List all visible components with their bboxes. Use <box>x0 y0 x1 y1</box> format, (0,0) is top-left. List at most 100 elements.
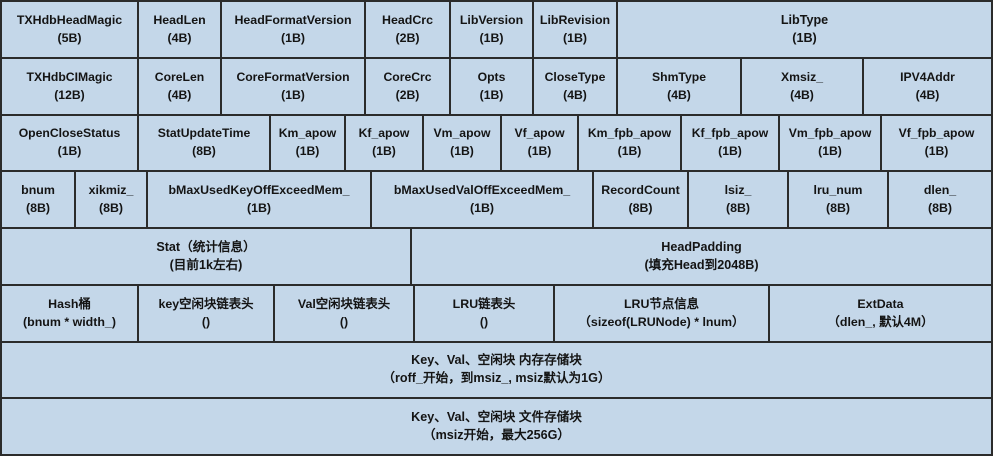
field-size: (1B) <box>57 144 82 159</box>
field-size: (1B) <box>469 201 495 216</box>
field-cell: RecordCount(8B) <box>594 172 689 227</box>
field-size: (8B) <box>98 201 124 216</box>
field-size: (1B) <box>246 201 272 216</box>
field-size: （msiz开始，最大256G） <box>423 428 570 443</box>
field-size: () <box>339 314 349 329</box>
field-label: StatUpdateTime <box>157 126 251 141</box>
field-cell: Km_apow(1B) <box>271 115 346 171</box>
field-size: (1B) <box>562 30 588 45</box>
field-size: (4B) <box>563 87 587 102</box>
field-label: Hash桶 <box>48 296 91 311</box>
field-cell: bnum(8B) <box>2 172 76 227</box>
field-label: ShmType <box>652 69 706 84</box>
diagram-row-file-block-row: Key、Val、空闲块 文件存储块 （msiz开始，最大256G） <box>2 399 991 454</box>
field-cell: TXHdbHeadMagic(5B) <box>2 2 139 57</box>
field-size: (1B) <box>792 30 817 45</box>
field-cell: dlen_(8B) <box>889 172 991 227</box>
field-cell: Opts(1B) <box>451 58 534 114</box>
field-cell: LRU节点信息（sizeof(LRUNode) * lnum） <box>555 285 770 341</box>
field-label: IPV4Addr <box>900 69 955 84</box>
field-label: Val空闲块链表头 <box>297 296 391 311</box>
field-cell: CloseType (4B) <box>534 58 618 114</box>
field-size: (4B) <box>167 87 192 102</box>
field-cell: Km_fpb_apow(1B) <box>579 115 682 171</box>
field-size: (bnum * width_) <box>23 314 116 329</box>
field-label: HeadFormatVersion <box>234 12 352 27</box>
field-size: （sizeof(LRUNode) * lnum） <box>578 314 745 329</box>
field-cell: LibVersion (1B) <box>451 2 534 57</box>
diagram-row-structures-row: Hash桶 (bnum * width_) key空闲块链表头 () Val空闲块链表头… <box>2 285 991 343</box>
field-cell: ShmType(4B) <box>618 58 742 114</box>
field-cell: Vm_apow(1B) <box>424 115 502 171</box>
field-size: (4B) <box>915 87 940 102</box>
field-label: Km_apow <box>278 126 337 141</box>
field-cell: Xmsiz_(4B) <box>742 58 864 114</box>
field-cell: TXHdbCIMagic(12B) <box>2 58 139 114</box>
field-size: (8B) <box>927 201 953 216</box>
diagram-row-head-row-3: OpenCloseStatus (1B) StatUpdateTime (8B) Km_… <box>2 115 991 173</box>
field-label: xikmiz_ <box>88 183 134 198</box>
field-size: (1B) <box>479 87 504 102</box>
field-size: () <box>479 314 489 329</box>
field-label: Stat（统计信息） <box>156 239 256 254</box>
field-size: (目前1k左右) <box>169 257 243 272</box>
field-cell: Hash桶 (bnum * width_) <box>2 285 139 341</box>
diagram-row-stat-row: Stat（统计信息） (目前1k左右) HeadPadding(填充Head到204… <box>2 229 991 286</box>
field-label: HeadCrc <box>382 12 433 27</box>
field-size: (8B) <box>192 144 216 159</box>
field-cell: HeadPadding(填充Head到2048B) <box>412 229 991 284</box>
field-cell: Kf_fpb_apow(1B) <box>682 115 780 171</box>
field-label: Km_fpb_apow <box>587 126 672 141</box>
diagram-row-head-row-1: TXHdbHeadMagic(5B)HeadLen(4B)HeadFormatV… <box>2 2 991 59</box>
field-label: Xmsiz_ <box>780 69 823 84</box>
field-label: bMaxUsedKeyOffExceedMem_ <box>168 183 350 198</box>
field-label: CoreLen <box>154 69 205 84</box>
field-cell: StatUpdateTime (8B) <box>139 115 271 171</box>
field-label: Vm_fpb_apow <box>788 126 872 141</box>
field-cell: Stat（统计信息） (目前1k左右) <box>2 229 412 284</box>
field-label: OpenCloseStatus <box>18 126 121 141</box>
field-size: () <box>201 314 211 329</box>
field-label: Kf_fpb_apow <box>691 126 769 141</box>
field-cell: bMaxUsedValOffExceedMem_(1B) <box>372 172 594 227</box>
field-label: TXHdbHeadMagic <box>16 12 123 27</box>
diagram-row-memory-block-row: Key、Val、空闲块 内存存储块（roff_开始，到msiz_, msiz默认… <box>2 342 991 400</box>
diagram-row-head-row-4: bnum(8B) xikmiz_ (8B) bMaxUsedKeyOffExceedM… <box>2 172 991 229</box>
field-label: Key、Val、空闲块 内存存储块 <box>411 353 582 368</box>
field-cell: lru_num (8B) <box>789 172 889 227</box>
field-size: (1B) <box>479 30 504 45</box>
field-label: HeadPadding <box>661 239 742 254</box>
field-cell: Kf_apow(1B) <box>346 115 424 171</box>
field-label: lru_num <box>813 183 863 198</box>
field-size: (1B) <box>281 87 305 102</box>
field-label: CloseType <box>544 69 606 84</box>
field-cell: OpenCloseStatus (1B) <box>2 115 139 171</box>
field-label: Vf_apow <box>514 126 565 141</box>
field-label: LibRevision <box>539 12 611 27</box>
field-cell: CoreFormatVersion (1B) <box>222 58 366 114</box>
field-label: key空闲块链表头 <box>158 296 254 311</box>
field-cell: lsiz_(8B) <box>689 172 789 227</box>
field-label: LibVersion <box>459 12 524 27</box>
field-cell: Vf_apow (1B) <box>502 115 579 171</box>
field-size: (4B) <box>167 30 192 45</box>
field-label: Vm_apow <box>433 126 491 141</box>
field-size: (1B) <box>924 144 949 159</box>
field-label: ExtData <box>857 296 904 311</box>
field-label: RecordCount <box>601 183 680 198</box>
field-cell: HeadLen(4B) <box>139 2 222 57</box>
field-size: (8B) <box>825 201 851 216</box>
field-cell: Vm_fpb_apow(1B) <box>780 115 882 171</box>
field-label: CoreFormatVersion <box>236 69 350 84</box>
field-cell: Key、Val、空闲块 内存存储块（roff_开始，到msiz_, msiz默认… <box>2 342 991 398</box>
field-label: Key、Val、空闲块 文件存储块 <box>411 410 582 425</box>
field-size: (1B) <box>280 30 306 45</box>
field-label: lsiz_ <box>724 183 752 198</box>
field-size: (1B) <box>527 144 552 159</box>
field-cell: ExtData（dlen_, 默认4M） <box>770 285 991 341</box>
field-cell: HeadFormatVersion (1B) <box>222 2 366 57</box>
field-label: LRU链表头 <box>452 296 516 311</box>
field-label: CoreCrc <box>383 69 432 84</box>
field-cell: Key、Val、空闲块 文件存储块 （msiz开始，最大256G） <box>2 399 991 454</box>
field-label: Kf_apow <box>358 126 410 141</box>
